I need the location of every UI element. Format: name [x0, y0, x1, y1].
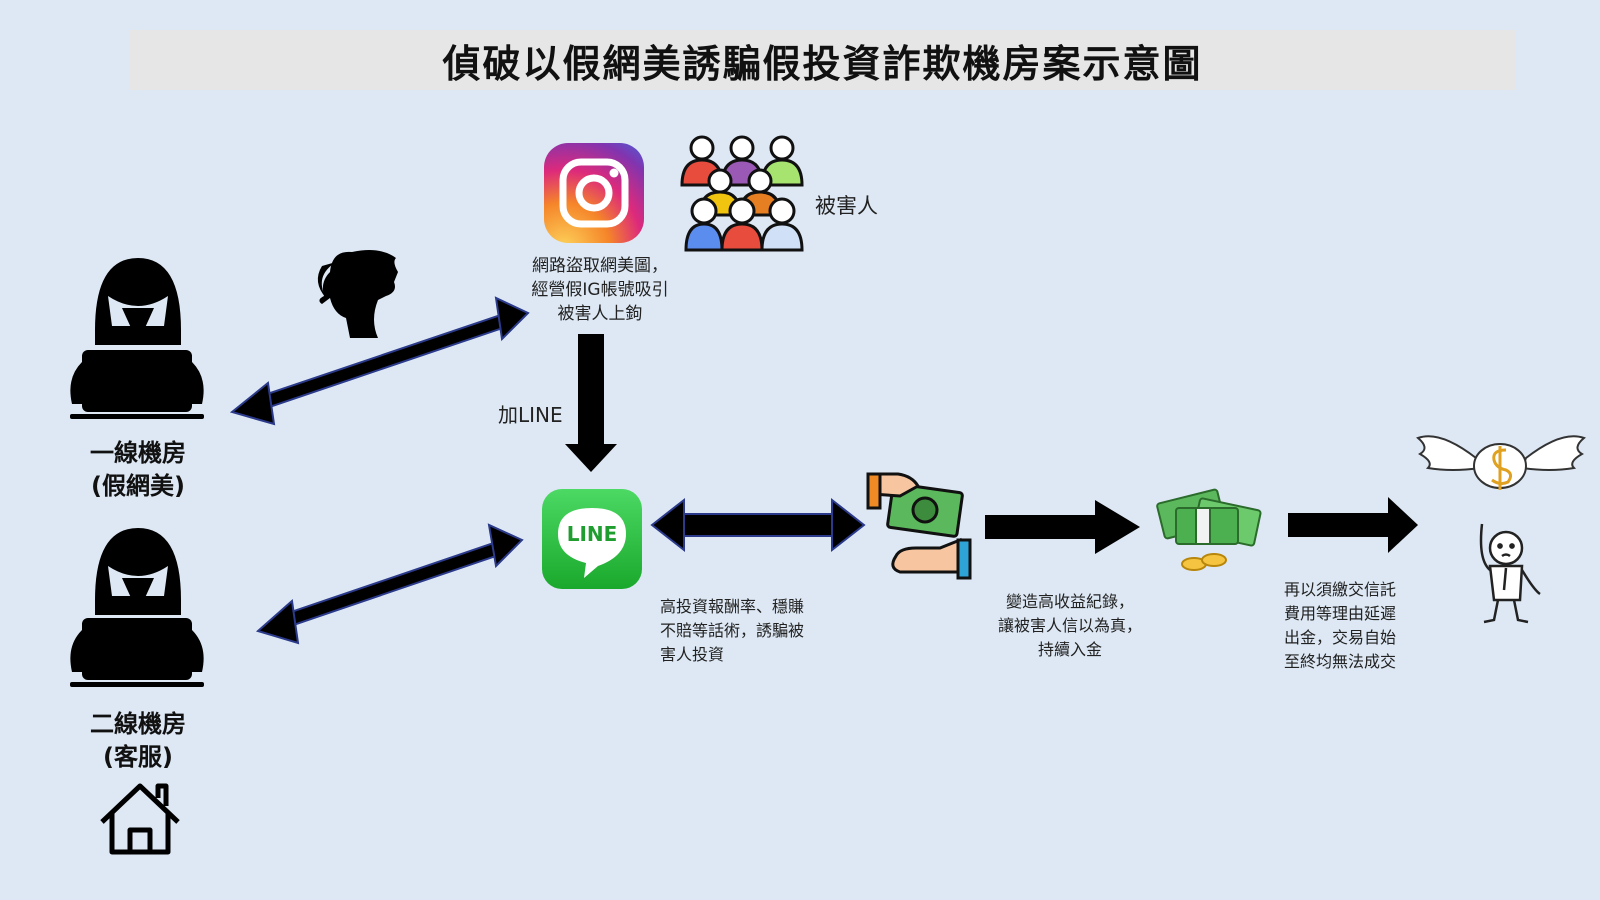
second-line-room-label: 二線機房 (客服)	[90, 710, 186, 771]
line-logo-text: LINE	[566, 522, 618, 546]
line-app-icon	[542, 489, 642, 589]
sad-person-icon	[1479, 523, 1541, 624]
ig-caption: 網路盜取網美圖， 經營假IG帳號吸引 被害人上鉤	[531, 256, 669, 324]
arrow-to-loss	[1288, 497, 1418, 553]
arrow-add-line-down	[565, 334, 617, 472]
victims-label: 被害人	[815, 194, 878, 218]
arrow-hacker2-line	[255, 523, 524, 645]
title-bar: 偵破以假網美誘騙假投資詐欺機房案示意圖	[130, 30, 1515, 90]
fake-records-caption: 變造高收益紀錄， 讓被害人信以為真， 持續入金	[997, 592, 1142, 659]
arrow-hacker1-ig	[229, 296, 530, 426]
page-title: 偵破以假網美誘騙假投資詐欺機房案示意圖	[442, 41, 1203, 86]
house-icon	[100, 783, 180, 855]
victims-crowd-icon	[680, 135, 804, 252]
money-stack-icon	[1156, 488, 1262, 571]
flying-money-icon	[1416, 435, 1586, 490]
hacker-1-icon	[70, 258, 204, 419]
first-line-room-label: 一線機房 (假網美)	[90, 439, 186, 500]
instagram-icon	[544, 143, 644, 243]
arrow-to-money	[985, 500, 1140, 554]
lure-caption: 高投資報酬率、穩賺 不賠等話術，誘騙被 害人投資	[660, 597, 805, 664]
woman-silhouette-icon	[317, 250, 398, 338]
hacker-2-icon	[70, 528, 204, 687]
add-line-label: 加LINE	[498, 403, 563, 427]
arrow-line-payment	[650, 497, 866, 553]
no-withdraw-caption: 再以須繳交信託 費用等理由延遲 出金，交易自始 至終均無法成交	[1283, 580, 1396, 671]
payment-hands-icon	[866, 472, 972, 580]
